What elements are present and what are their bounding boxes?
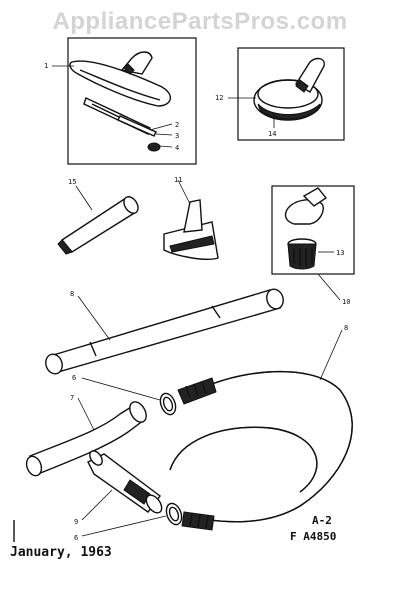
dusting-brush-part xyxy=(253,57,325,121)
callout-13: 13 xyxy=(336,249,344,257)
crevice-tool-part xyxy=(57,196,139,255)
callout-11: 11 xyxy=(174,176,182,184)
callout-4: 4 xyxy=(175,144,179,152)
callout-7: 7 xyxy=(70,394,74,402)
swivel-adapter-part xyxy=(87,450,163,514)
watermark-text: AppliancePartsPros.com xyxy=(52,8,348,35)
curved-wand-part xyxy=(25,401,147,477)
figure-code-line1: A-2 xyxy=(312,514,332,527)
coupling-ring-lower xyxy=(165,502,183,526)
callout-1: 1 xyxy=(44,62,48,70)
callout-6-lower: 6 xyxy=(74,534,78,542)
callout-14: 14 xyxy=(268,130,276,138)
callout-3: 3 xyxy=(175,132,179,140)
brush-pin-part xyxy=(147,142,161,152)
callout-10: 10 xyxy=(342,298,350,306)
callout-6-upper: 6 xyxy=(72,374,76,382)
callout-9: 9 xyxy=(74,518,78,526)
floor-brush-part xyxy=(69,51,171,107)
callout-8: 8 xyxy=(70,290,74,298)
filter-screen-part xyxy=(287,238,317,270)
floor-brush-kit-box xyxy=(67,37,197,165)
adapter-part xyxy=(284,187,328,225)
hose-part xyxy=(169,370,353,531)
dusting-brush-box xyxy=(237,47,345,141)
callout-12: 12 xyxy=(215,94,223,102)
extension-wand-part xyxy=(45,288,284,375)
brush-clip-part xyxy=(117,115,157,137)
callout-2: 2 xyxy=(175,121,179,129)
figure-code-line2: F A4850 xyxy=(290,530,337,543)
coupling-ring-upper xyxy=(159,392,177,416)
callout-15: 15 xyxy=(68,178,76,186)
footer-date: January, 1963 xyxy=(10,545,112,560)
upholstery-tool-part xyxy=(163,199,219,260)
adapter-filter-box xyxy=(271,185,355,275)
callout-8-hose: 8 xyxy=(344,324,348,332)
